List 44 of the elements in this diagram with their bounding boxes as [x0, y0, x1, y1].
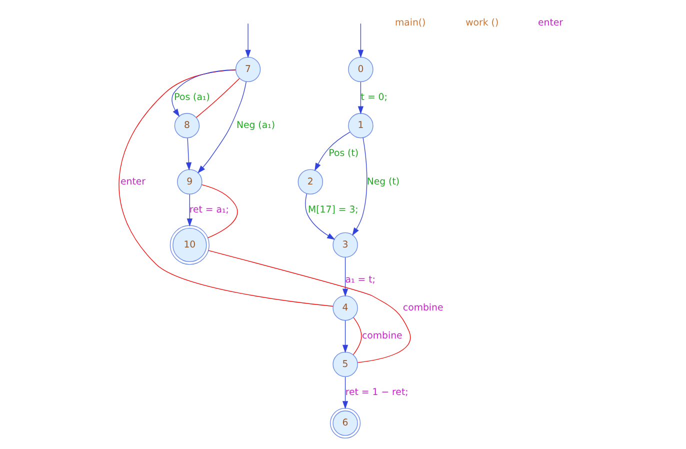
node-circle: 8: [174, 113, 200, 138]
node-circle: 6: [330, 408, 360, 438]
connector: [207, 250, 410, 363]
arrow: [185, 138, 192, 170]
arrow: [314, 132, 350, 172]
edge-label: combine: [362, 330, 402, 342]
edge-label: Pos (t): [328, 148, 358, 160]
connector: [200, 184, 238, 238]
arrow: [342, 320, 348, 353]
arrow: [357, 23, 364, 58]
edge-label: a₁ = t;: [344, 274, 375, 286]
edge-label: Neg (t): [366, 176, 400, 188]
arrow: [304, 194, 335, 240]
edge-label: ret = 1 − ret;: [344, 386, 408, 398]
node-circle: 5: [332, 352, 358, 377]
node-circle: 1: [348, 113, 373, 138]
arrow: [352, 137, 367, 236]
connector: [118, 70, 333, 307]
arrow: [171, 69, 236, 117]
label: main(): [394, 17, 426, 28]
node-circle: 4: [332, 296, 358, 321]
arrow: [342, 376, 348, 410]
arrow: [244, 23, 250, 58]
arrow: [197, 81, 246, 174]
edge-label: M[17] = 3;: [308, 204, 358, 216]
connector: [352, 317, 362, 356]
edge-label: ret = a₁;: [188, 204, 228, 216]
node-circle: 0: [348, 56, 373, 82]
edge-label: Pos (a₁): [174, 92, 210, 104]
node-circle: 7: [234, 56, 260, 82]
connector: [195, 78, 240, 118]
node-circle: 9: [176, 169, 202, 194]
edge-label: Neg (a₁): [236, 120, 275, 132]
label: work (): [465, 17, 498, 28]
node-circle: 2: [297, 169, 322, 194]
arrow: [357, 82, 364, 114]
node-circle: 3: [332, 232, 358, 258]
arrow: [342, 257, 348, 297]
edge-label: t = 0;: [360, 92, 387, 104]
label: enter: [538, 17, 563, 28]
edge-label: combine: [402, 302, 443, 314]
node-circle: 10: [169, 225, 209, 265]
arrow: [186, 194, 192, 227]
edge-label: enter: [120, 176, 145, 188]
